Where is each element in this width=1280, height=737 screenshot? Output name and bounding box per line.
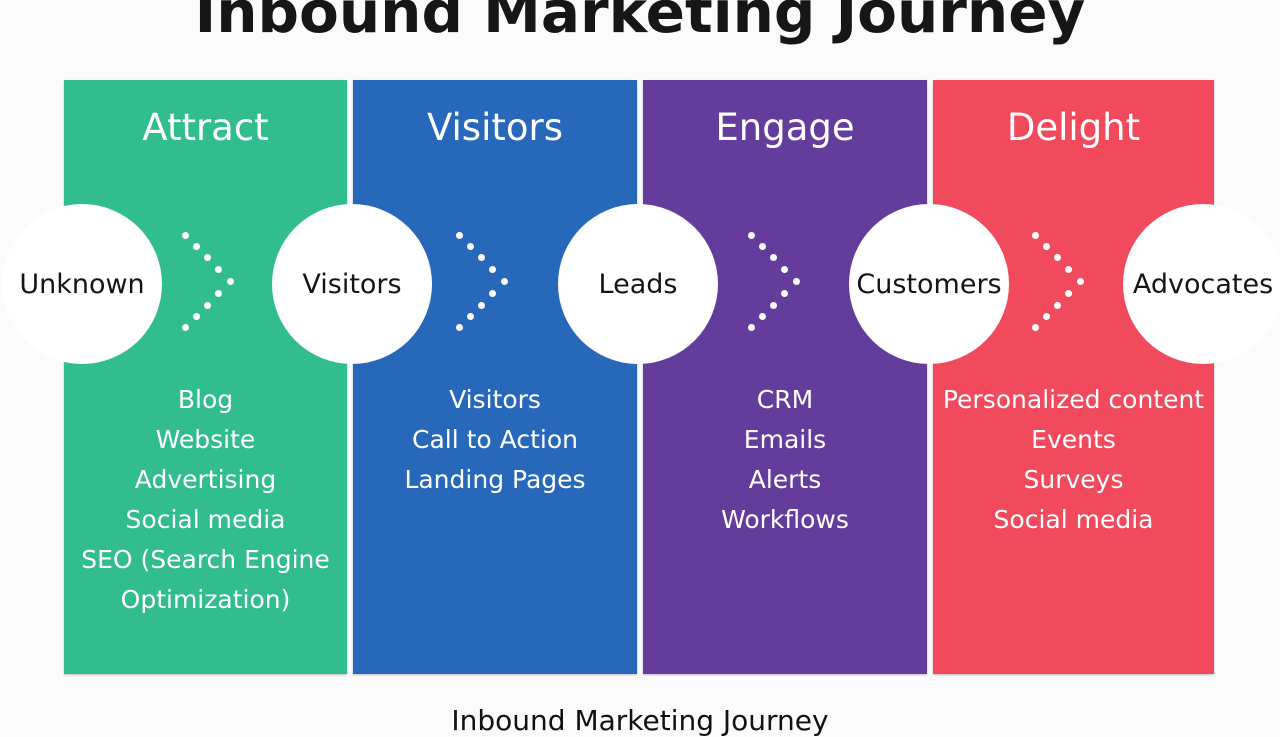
dot — [182, 232, 189, 239]
page-title: Inbound Marketing Journey — [194, 0, 1086, 46]
list-item: SEO (Search Engine — [81, 545, 330, 574]
chevron-dots-icon — [748, 232, 808, 336]
dot — [759, 313, 766, 320]
stage-visitors: Visitors Visitors Call to Action Landing… — [353, 80, 637, 674]
dot — [770, 302, 777, 309]
dot — [1077, 278, 1084, 285]
dot — [227, 278, 234, 285]
stage-items: Personalized content Events Surveys Soci… — [933, 380, 1214, 540]
dot — [204, 302, 211, 309]
caption: Inbound Marketing Journey — [451, 704, 829, 737]
list-item: Optimization) — [120, 585, 291, 614]
stage-items: CRM Emails Alerts Workflows — [643, 380, 927, 540]
dot — [193, 313, 200, 320]
dot — [781, 290, 788, 297]
dot — [215, 266, 222, 273]
dot — [478, 302, 485, 309]
dot — [489, 266, 496, 273]
list-item: CRM — [756, 385, 814, 414]
dot — [193, 243, 200, 250]
node-label: Customers — [856, 268, 1002, 300]
stage-title: Visitors — [427, 106, 563, 149]
list-item: Workflows — [721, 505, 849, 534]
node-visitors: Visitors — [272, 204, 432, 364]
node-advocates: Advocates — [1123, 204, 1280, 364]
dot — [467, 243, 474, 250]
list-item: Call to Action — [412, 425, 578, 454]
stage-engage: Engage CRM Emails Alerts Workflows — [643, 80, 927, 674]
dot — [478, 254, 485, 261]
list-item: Emails — [743, 425, 827, 454]
chevron-dots-icon — [182, 232, 242, 336]
dot — [456, 232, 463, 239]
stage-title: Attract — [142, 106, 269, 149]
list-item: Website — [155, 425, 256, 454]
dot — [1043, 313, 1050, 320]
list-item: Personalized content — [942, 385, 1205, 414]
dot — [793, 278, 800, 285]
stage-title: Delight — [1006, 106, 1141, 149]
node-leads: Leads — [558, 204, 718, 364]
node-unknown: Unknown — [2, 204, 162, 364]
stage-attract: Attract Blog Website Advertising Social … — [64, 80, 347, 674]
chevron-dots-icon — [1032, 232, 1092, 336]
dot — [1032, 232, 1039, 239]
dot — [1043, 243, 1050, 250]
list-item: Social media — [125, 505, 286, 534]
dot — [467, 313, 474, 320]
dot — [781, 266, 788, 273]
list-item: Advertising — [134, 465, 277, 494]
dot — [215, 290, 222, 297]
stage-delight: Delight Personalized content Events Surv… — [933, 80, 1214, 674]
list-item: Alerts — [748, 465, 822, 494]
dot — [489, 290, 496, 297]
dot — [770, 254, 777, 261]
list-item: Landing Pages — [404, 465, 586, 494]
node-label: Visitors — [302, 268, 402, 300]
list-item: Visitors — [449, 385, 541, 414]
stage-items: Visitors Call to Action Landing Pages — [353, 380, 637, 500]
chevron-dots-icon — [456, 232, 516, 336]
list-item: Social media — [993, 505, 1154, 534]
list-item: Surveys — [1023, 465, 1124, 494]
stage-title: Engage — [715, 106, 855, 149]
stage-items: Blog Website Advertising Social media SE… — [64, 380, 347, 620]
dot — [1065, 290, 1072, 297]
dot — [748, 324, 755, 331]
dot — [1054, 302, 1061, 309]
dot — [748, 232, 755, 239]
node-label: Unknown — [19, 268, 145, 300]
dot — [1065, 266, 1072, 273]
dot — [182, 324, 189, 331]
list-item: Events — [1031, 425, 1116, 454]
dot — [456, 324, 463, 331]
node-label: Leads — [598, 268, 678, 300]
dot — [759, 243, 766, 250]
list-item: Blog — [177, 385, 234, 414]
dot — [501, 278, 508, 285]
dot — [1032, 324, 1039, 331]
dot — [1054, 254, 1061, 261]
node-customers: Customers — [849, 204, 1009, 364]
dot — [204, 254, 211, 261]
node-label: Advocates — [1132, 268, 1274, 300]
